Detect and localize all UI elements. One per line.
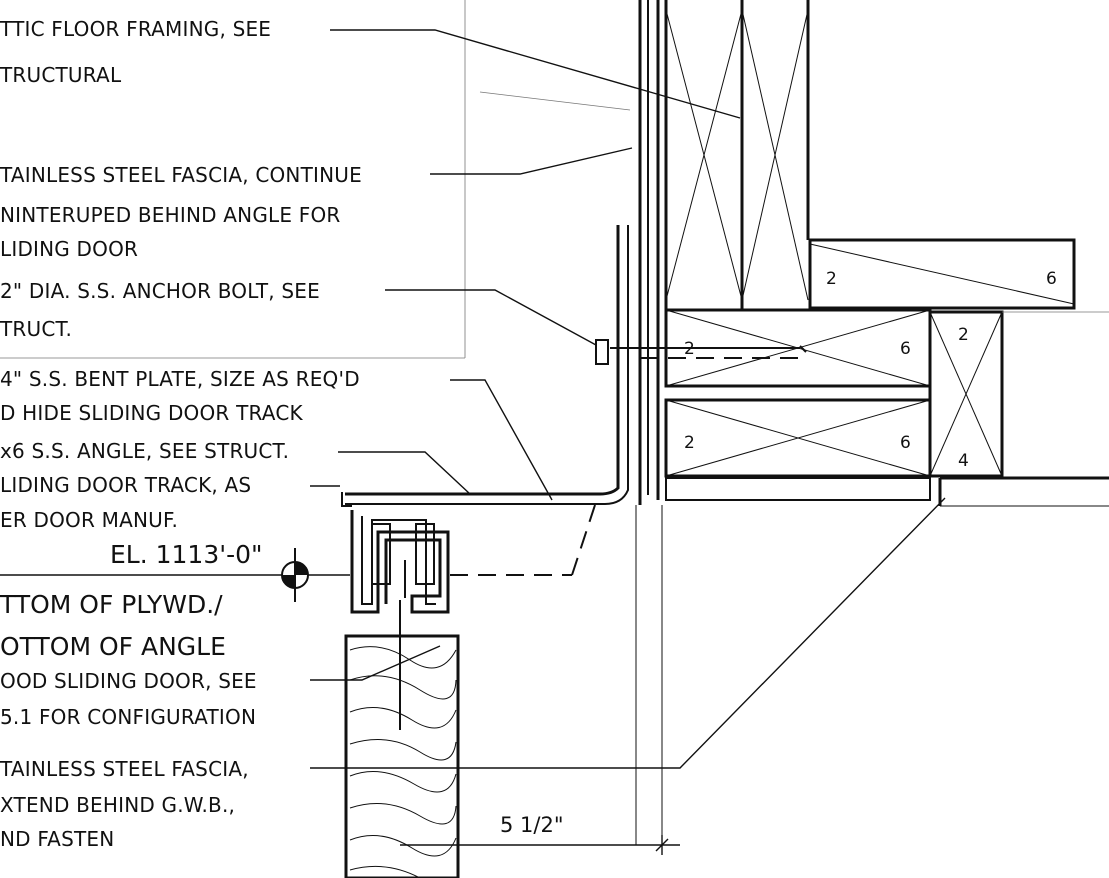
svg-text:TTOM OF PLYWD./: TTOM OF PLYWD./ (0, 590, 223, 619)
svg-text:TTIC FLOOR FRAMING, SEE: TTIC FLOOR FRAMING, SEE (0, 17, 271, 41)
lower-block-label-2: 2 (684, 433, 695, 453)
svg-text:LIDING DOOR TRACK, AS: LIDING DOOR TRACK, AS (0, 473, 251, 497)
svg-text:NINTERUPED BEHIND ANGLE FOR: NINTERUPED BEHIND ANGLE FOR (0, 203, 341, 227)
note-elevation: EL. 1113'-0" (110, 540, 263, 569)
note-wood-door: OOD SLIDING DOOR, SEE 5.1 FOR CONFIGURAT… (0, 669, 257, 729)
svg-text:D HIDE SLIDING DOOR TRACK: D HIDE SLIDING DOOR TRACK (0, 401, 303, 425)
wood-sliding-door (344, 600, 460, 878)
note-bent-plate: 4" S.S. BENT PLATE, SIZE AS REQ'D D HIDE… (0, 367, 360, 425)
post-label-2: 2 (958, 325, 969, 345)
lower-block-label-6: 6 (900, 433, 911, 453)
svg-text:ER DOOR MANUF.: ER DOOR MANUF. (0, 508, 178, 532)
svg-text:TAINLESS STEEL FASCIA,: TAINLESS STEEL FASCIA, (0, 757, 249, 781)
elevation-marker (0, 548, 350, 602)
lower-block-2x6: 2 6 (664, 398, 932, 501)
post-label-4: 4 (958, 451, 969, 471)
post-2x4: 2 4 (928, 310, 1004, 478)
svg-text:TAINLESS STEEL FASCIA, CONTINU: TAINLESS STEEL FASCIA, CONTINUE (0, 163, 362, 187)
svg-text:2" DIA. S.S. ANCHOR BOLT, SEE: 2" DIA. S.S. ANCHOR BOLT, SEE (0, 279, 320, 303)
top-beam-label-6: 6 (1046, 269, 1057, 289)
top-beam-2x6: 2 6 (808, 238, 1076, 310)
note-attic-framing: TTIC FLOOR FRAMING, SEE TRUCTURAL (0, 17, 271, 87)
note-door-track: LIDING DOOR TRACK, AS ER DOOR MANUF. (0, 473, 251, 532)
leader-lines (310, 29, 946, 769)
anchor-bolt (595, 339, 807, 365)
svg-text:OTTOM OF ANGLE: OTTOM OF ANGLE (0, 632, 226, 661)
wall-section (635, 0, 810, 845)
svg-text:EL. 1113'-0": EL. 1113'-0" (110, 540, 263, 569)
dimension-line: 5 1/2" (400, 813, 680, 855)
floor-slab (938, 311, 1109, 507)
svg-text:x6 S.S. ANGLE, SEE STRUCT.: x6 S.S. ANGLE, SEE STRUCT. (0, 439, 289, 463)
steel-angle (341, 225, 629, 507)
note-anchor-bolt: 2" DIA. S.S. ANCHOR BOLT, SEE TRUCT. (0, 279, 320, 341)
svg-text:XTEND BEHIND G.W.B.,: XTEND BEHIND G.W.B., (0, 793, 235, 817)
alignment-dashes (450, 504, 596, 576)
svg-text:TRUCTURAL: TRUCTURAL (0, 63, 122, 87)
svg-text:5.1 FOR CONFIGURATION: 5.1 FOR CONFIGURATION (0, 705, 256, 729)
svg-text:ND FASTEN: ND FASTEN (0, 827, 114, 851)
note-bottom-of: TTOM OF PLYWD./ OTTOM OF ANGLE (0, 590, 226, 661)
svg-text:LIDING DOOR: LIDING DOOR (0, 237, 138, 261)
svg-text:OOD SLIDING DOOR, SEE: OOD SLIDING DOOR, SEE (0, 669, 257, 693)
svg-text:TRUCT.: TRUCT. (0, 317, 72, 341)
upper-block-label-6: 6 (900, 339, 911, 359)
note-fascia-bottom: TAINLESS STEEL FASCIA, XTEND BEHIND G.W.… (0, 757, 249, 851)
door-track (350, 510, 450, 614)
top-beam-label-2: 2 (826, 269, 837, 289)
viewport-border (0, 0, 631, 359)
note-fascia-top: TAINLESS STEEL FASCIA, CONTINUE NINTERUP… (0, 163, 362, 261)
dimension-label: 5 1/2" (500, 813, 564, 837)
svg-text:4" S.S. BENT PLATE, SIZE AS RE: 4" S.S. BENT PLATE, SIZE AS REQ'D (0, 367, 360, 391)
note-angle: x6 S.S. ANGLE, SEE STRUCT. (0, 439, 289, 463)
